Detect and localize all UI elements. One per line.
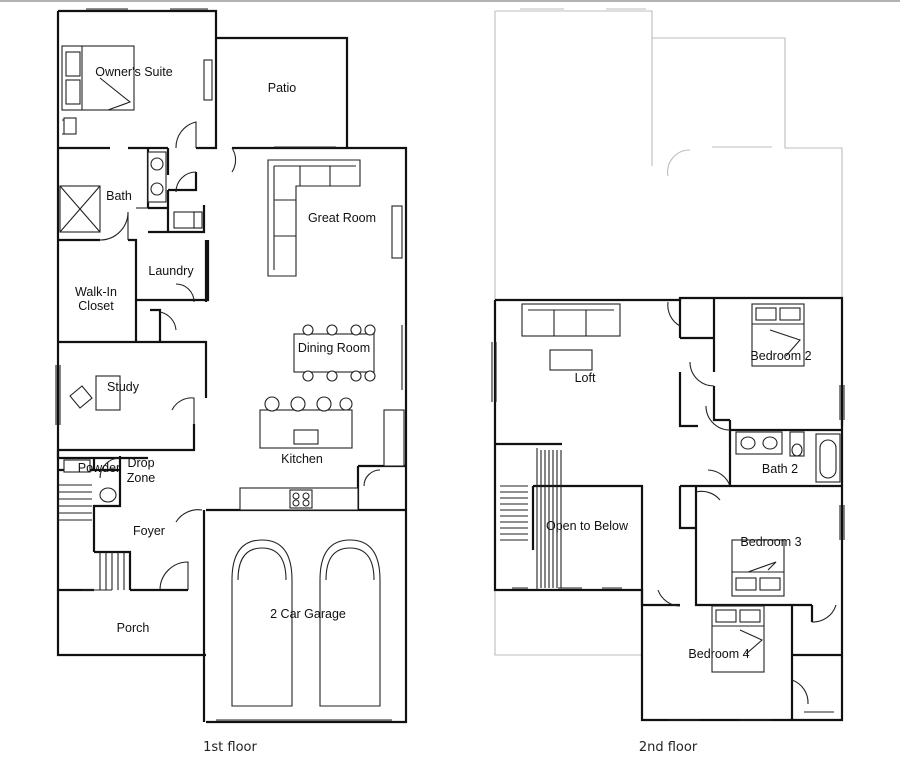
garage-car-outlines <box>231 539 381 707</box>
label-bedroom-4: Bedroom 4 <box>688 647 749 661</box>
label-open-to-below: Open to Below <box>546 519 629 533</box>
label-laundry: Laundry <box>148 264 194 278</box>
first-floor-plan <box>55 8 408 724</box>
label-foyer: Foyer <box>133 524 165 538</box>
label-bath: Bath <box>106 189 132 203</box>
label-kitchen: Kitchen <box>281 452 323 466</box>
label-drop-zone-line1: Drop <box>127 456 154 470</box>
room-labels: Owner's Suite Patio Bath Great Room Laun… <box>75 65 812 661</box>
second-floor-caption: 2nd floor <box>639 740 698 755</box>
label-porch: Porch <box>117 621 150 635</box>
label-dining-room: Dining Room <box>298 341 370 355</box>
label-owners-suite: Owner's Suite <box>95 65 172 79</box>
label-powder: Powder <box>78 461 120 475</box>
label-bath-2: Bath 2 <box>762 462 798 476</box>
label-drop-zone-line2: Zone <box>127 471 156 485</box>
label-walk-in-closet-line2: Closet <box>78 299 114 313</box>
label-garage: 2 Car Garage <box>270 607 346 621</box>
label-bedroom-2: Bedroom 2 <box>750 349 811 363</box>
label-study: Study <box>107 380 140 394</box>
first-floor-caption: 1st floor <box>203 740 257 755</box>
label-great-room: Great Room <box>308 211 376 225</box>
second-floor-plan <box>491 8 845 722</box>
label-walk-in-closet-line1: Walk-In <box>75 285 117 299</box>
label-patio: Patio <box>268 81 297 95</box>
label-bedroom-3: Bedroom 3 <box>740 535 801 549</box>
label-loft: Loft <box>575 371 596 385</box>
